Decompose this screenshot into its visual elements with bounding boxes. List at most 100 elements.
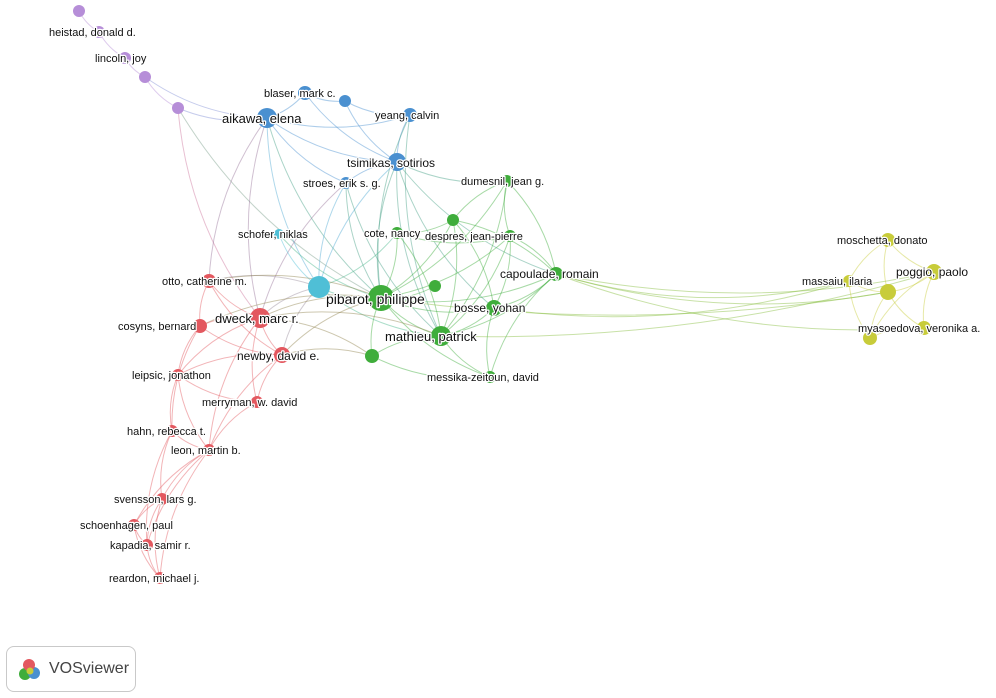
node-pibarot[interactable] <box>368 285 394 311</box>
label-kapadia: kapadia, samir r. <box>110 540 191 552</box>
edge-tsimikas-bosse <box>396 161 495 309</box>
node-leon[interactable] <box>203 444 215 456</box>
edge-n_c1-cote <box>318 232 398 288</box>
node-moschetta[interactable] <box>881 233 895 247</box>
node-n_g2[interactable] <box>429 280 441 292</box>
node-n_p3[interactable] <box>172 102 184 114</box>
edge-schofer-pibarot <box>278 233 382 299</box>
edge-mathieu-poggio <box>440 271 935 338</box>
label-cosyns: cosyns, bernard <box>118 321 196 333</box>
edge-n_p3-dweck <box>177 107 261 319</box>
node-n_g3[interactable] <box>365 349 379 363</box>
label-hahn: hahn, rebecca t. <box>127 426 206 438</box>
label-mathieu: mathieu, patrick <box>385 329 477 344</box>
edge-n_c1-otto <box>208 275 320 288</box>
label-stroes: stroes, erik s. g. <box>303 178 381 190</box>
node-bosse[interactable] <box>486 300 502 316</box>
node-newby[interactable] <box>274 347 290 363</box>
label-capoulade: capoulade, romain <box>500 267 599 281</box>
label-massaiu: massaiu, ilaria <box>802 276 873 288</box>
edge-tsimikas-pibarot <box>376 161 398 299</box>
node-dumesnil[interactable] <box>501 175 513 187</box>
node-n_p1[interactable] <box>73 5 85 17</box>
node-mathieu[interactable] <box>431 326 451 346</box>
edge-leon-kapadia <box>146 449 210 546</box>
label-heistad: heistad, donald d. <box>49 27 136 39</box>
vosviewer-badge[interactable]: VOSviewer <box>6 646 136 692</box>
node-svensson[interactable] <box>156 493 168 505</box>
label-newby: newby, david e. <box>237 349 320 363</box>
edge-pibarot-cosyns <box>199 294 382 327</box>
edge-pibarot-capoulade <box>380 273 557 303</box>
edge-poggio-n_y2 <box>869 271 935 339</box>
edge-leipsic-leon <box>177 374 210 451</box>
edge-capoulade-messika <box>489 273 557 378</box>
node-n_c1[interactable] <box>308 276 330 298</box>
label-myasoedova: myasoedova, veronika a. <box>858 323 980 335</box>
label-despres: despres, jean-pierre <box>425 231 523 243</box>
node-aikawa[interactable] <box>257 108 277 128</box>
edge-tsimikas-mathieu <box>396 161 442 337</box>
label-bosse: bosse, yohan <box>454 301 525 315</box>
edge-leon-schoenhagen <box>133 449 210 526</box>
edge-aikawa-stroes <box>266 117 347 184</box>
node-poggio[interactable] <box>926 264 942 280</box>
edge-leon-reardon <box>159 449 210 579</box>
edge-capoulade-poggio <box>555 271 935 294</box>
node-dweck[interactable] <box>250 308 270 328</box>
node-yeang[interactable] <box>403 108 417 122</box>
edge-n_g3-dweck <box>259 317 373 357</box>
label-leipsic: leipsic, jonathon <box>132 370 211 382</box>
edge-n_p2-n_p3 <box>144 76 179 109</box>
node-schoenhagen[interactable] <box>128 519 140 531</box>
node-tsimikas[interactable] <box>388 153 406 171</box>
edge-leon-svensson <box>161 449 210 500</box>
node-merryman[interactable] <box>251 396 263 408</box>
edge-bosse-n_g1 <box>452 219 495 309</box>
node-capoulade[interactable] <box>549 267 563 281</box>
edge-newby-leon <box>208 354 283 451</box>
node-cote[interactable] <box>391 227 403 239</box>
edge-blaser-tsimikas <box>304 92 398 163</box>
node-n_y2[interactable] <box>863 331 877 345</box>
label-aikawa: aikawa, elena <box>222 111 302 126</box>
node-otto[interactable] <box>202 274 216 288</box>
node-kapadia[interactable] <box>141 539 153 551</box>
edge-dweck-leon <box>208 317 261 451</box>
node-despres[interactable] <box>504 230 516 242</box>
node-stroes[interactable] <box>340 177 352 189</box>
node-myasoedova[interactable] <box>917 321 931 335</box>
edge-cosyns-leipsic <box>177 325 201 376</box>
node-n_y1[interactable] <box>880 284 896 300</box>
label-messika: messika-zeitoun, david <box>427 372 539 384</box>
node-n_p2[interactable] <box>139 71 151 83</box>
edge-capoulade-massaiu <box>555 273 850 299</box>
edge-n_g3-messika <box>371 355 491 379</box>
edge-n_p3-pibarot <box>177 107 382 299</box>
label-schoenhagen: schoenhagen, paul <box>80 520 173 532</box>
edge-mathieu-despres <box>440 235 511 337</box>
edge-svensson-reardon <box>154 498 163 579</box>
label-tsimikas: tsimikas, sotirios <box>347 156 435 170</box>
edge-capoulade-dumesnil <box>506 180 557 275</box>
label-schofer: schofer, niklas <box>238 229 308 241</box>
node-schofer[interactable] <box>274 229 284 239</box>
node-messika[interactable] <box>484 371 496 383</box>
edge-stroes-dweck <box>259 182 347 319</box>
node-reardon[interactable] <box>154 572 166 584</box>
node-lincoln[interactable] <box>119 52 131 64</box>
node-cosyns[interactable] <box>193 319 207 333</box>
edge-tsimikas-capoulade <box>396 161 557 275</box>
edge-aikawa-otto <box>208 117 268 282</box>
vosviewer-label: VOSviewer <box>49 660 130 677</box>
node-massaiu[interactable] <box>843 275 855 287</box>
node-n_b1[interactable] <box>339 95 351 107</box>
node-leipsic[interactable] <box>172 369 184 381</box>
node-heistad[interactable] <box>93 26 105 38</box>
label-otto: otto, catherine m. <box>162 276 247 288</box>
edge-cosyns-newby <box>199 325 283 356</box>
node-n_g1[interactable] <box>447 214 459 226</box>
node-hahn[interactable] <box>166 425 178 437</box>
node-blaser[interactable] <box>298 86 312 100</box>
